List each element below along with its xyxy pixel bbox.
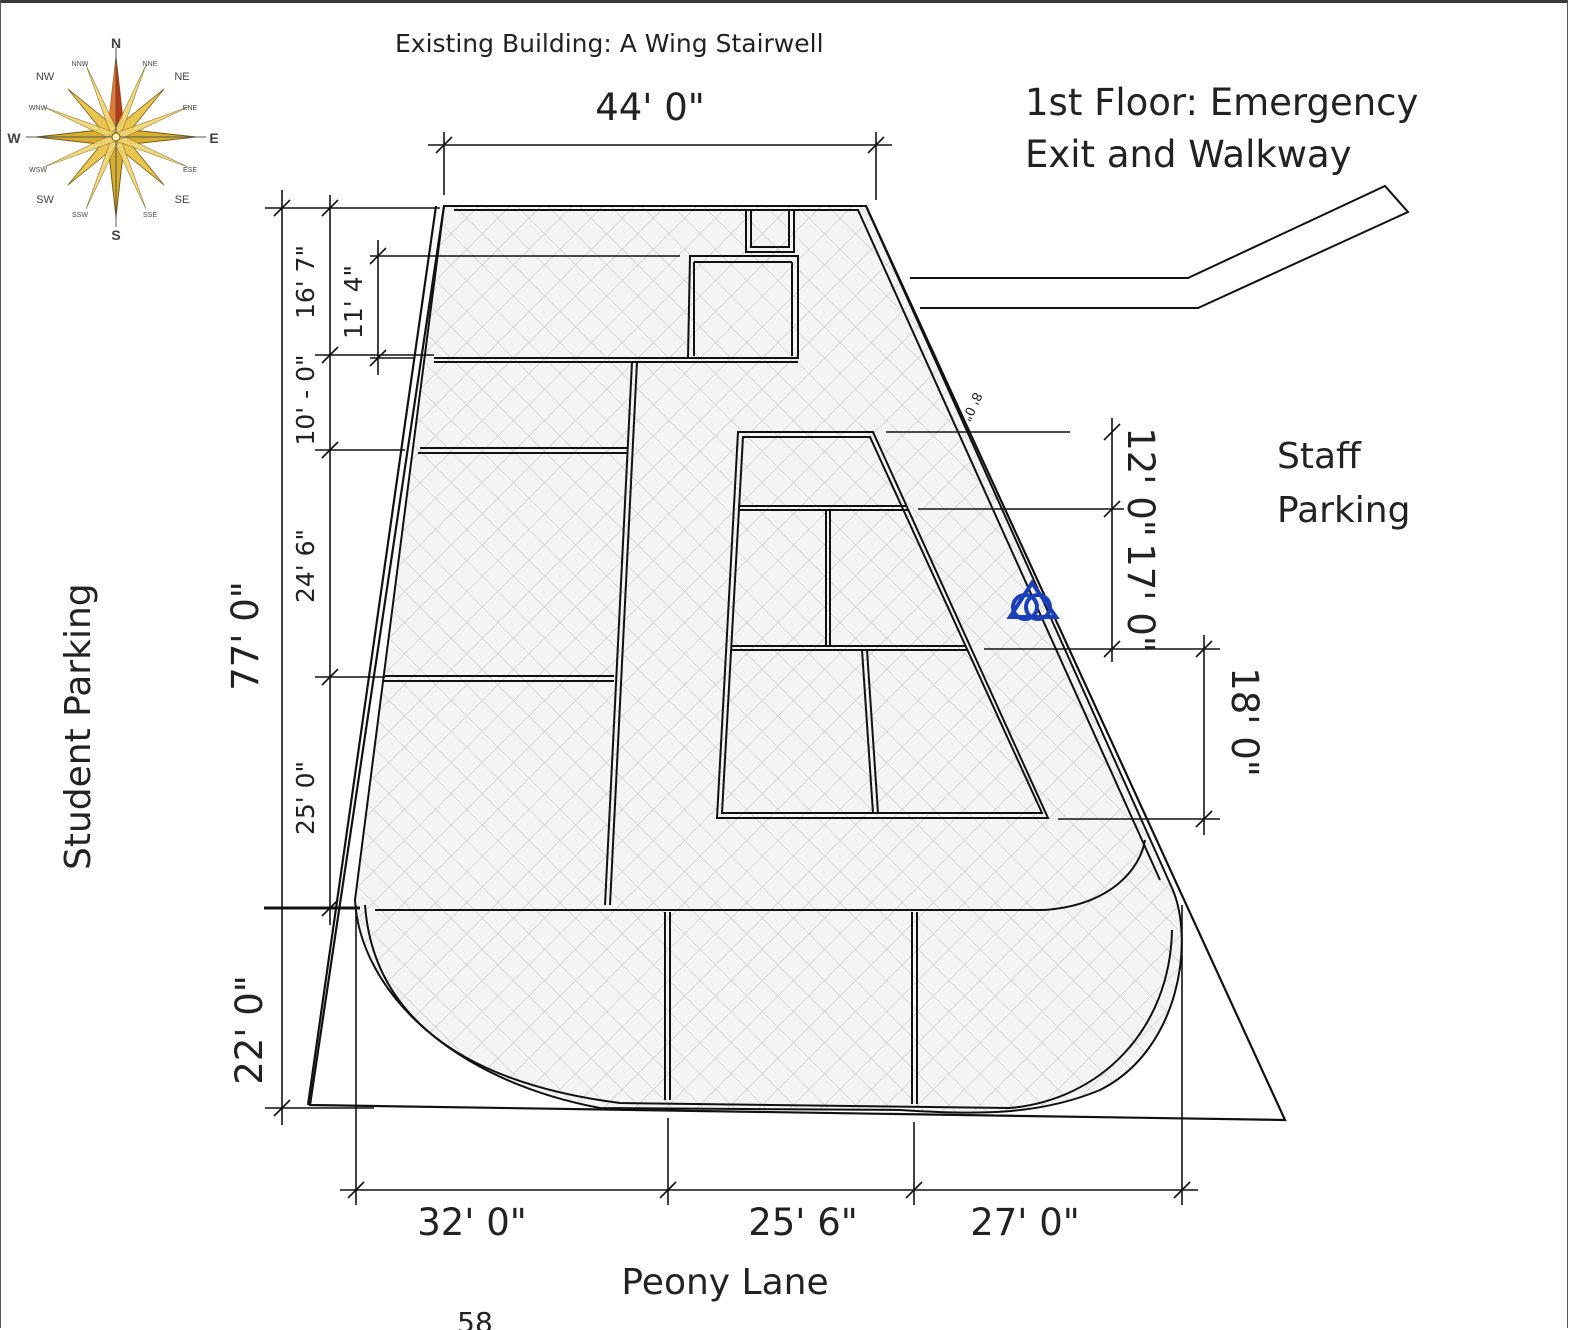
right-block-outline — [715, 431, 1050, 819]
walkway-outline — [364, 209, 1173, 1110]
dim-seg-24-6: 24' 6" — [291, 529, 320, 603]
street-label: Peony Lane — [621, 1262, 828, 1303]
dim-right-17-0: 17' 0" — [1119, 543, 1162, 653]
compass-wnw: WNW — [29, 105, 48, 112]
compass-s: S — [111, 227, 120, 243]
compass-n: N — [111, 35, 121, 51]
diagram-title: Existing Building: A Wing Stairwell — [395, 29, 824, 58]
student-parking-label: Student Parking — [58, 583, 99, 870]
compass-nw: NW — [36, 71, 55, 83]
compass-w: W — [7, 130, 21, 146]
dimension-lines — [264, 132, 1220, 1205]
location-marker-icon — [1006, 579, 1060, 621]
dim-bottom-32: 32' 0" — [417, 1201, 527, 1244]
compass-ne: NE — [174, 71, 189, 83]
compass-wsw: WSW — [29, 167, 47, 174]
dim-total-height: 77' 0" — [224, 581, 267, 691]
dim-right-18-0: 18' 0" — [1223, 667, 1266, 777]
dim-seg-16-7: 16' 7" — [291, 245, 320, 319]
floor-label-line1: 1st Floor: Emergency — [1025, 81, 1418, 124]
compass-e: E — [209, 130, 218, 146]
compass-nne: NNE — [143, 61, 158, 68]
dim-bottom-25-6: 25' 6" — [748, 1201, 858, 1244]
exit-walkway — [910, 184, 1410, 309]
dim-slanted-small: 8' 0" — [958, 390, 984, 424]
dim-top-width: 44' 0" — [595, 86, 705, 129]
staff-parking-line2: Parking — [1277, 490, 1410, 531]
paved-area — [353, 205, 1183, 1114]
dim-bottom-27: 27' 0" — [970, 1201, 1080, 1244]
compass-ene: ENE — [183, 105, 198, 112]
dim-seg-10-0: 10' - 0" — [291, 354, 320, 445]
top-room-outlines — [434, 210, 799, 906]
dim-seg-25-0: 25' 0" — [291, 761, 320, 835]
site-boundary — [306, 205, 1287, 1122]
dim-bottom-height: 22' 0" — [228, 975, 271, 1085]
compass-sw: SW — [36, 194, 54, 206]
dim-right-12-0: 12' 0" — [1119, 427, 1162, 537]
compass-nnw: NNW — [72, 61, 89, 68]
bottom-room-outlines — [664, 912, 918, 1104]
compass-ese: ESE — [183, 167, 197, 174]
compass-rose-icon — [26, 47, 206, 227]
left-room-outlines — [383, 447, 628, 682]
compass-se: SE — [175, 194, 190, 206]
dim-inner-11-4: 11' 4" — [339, 265, 368, 339]
compass-sse: SSE — [143, 212, 157, 219]
page-number: 58 — [457, 1306, 493, 1330]
floor-label-line2: Exit and Walkway — [1025, 133, 1352, 176]
staff-parking-line1: Staff — [1277, 436, 1362, 477]
compass-ssw: SSW — [72, 212, 88, 219]
